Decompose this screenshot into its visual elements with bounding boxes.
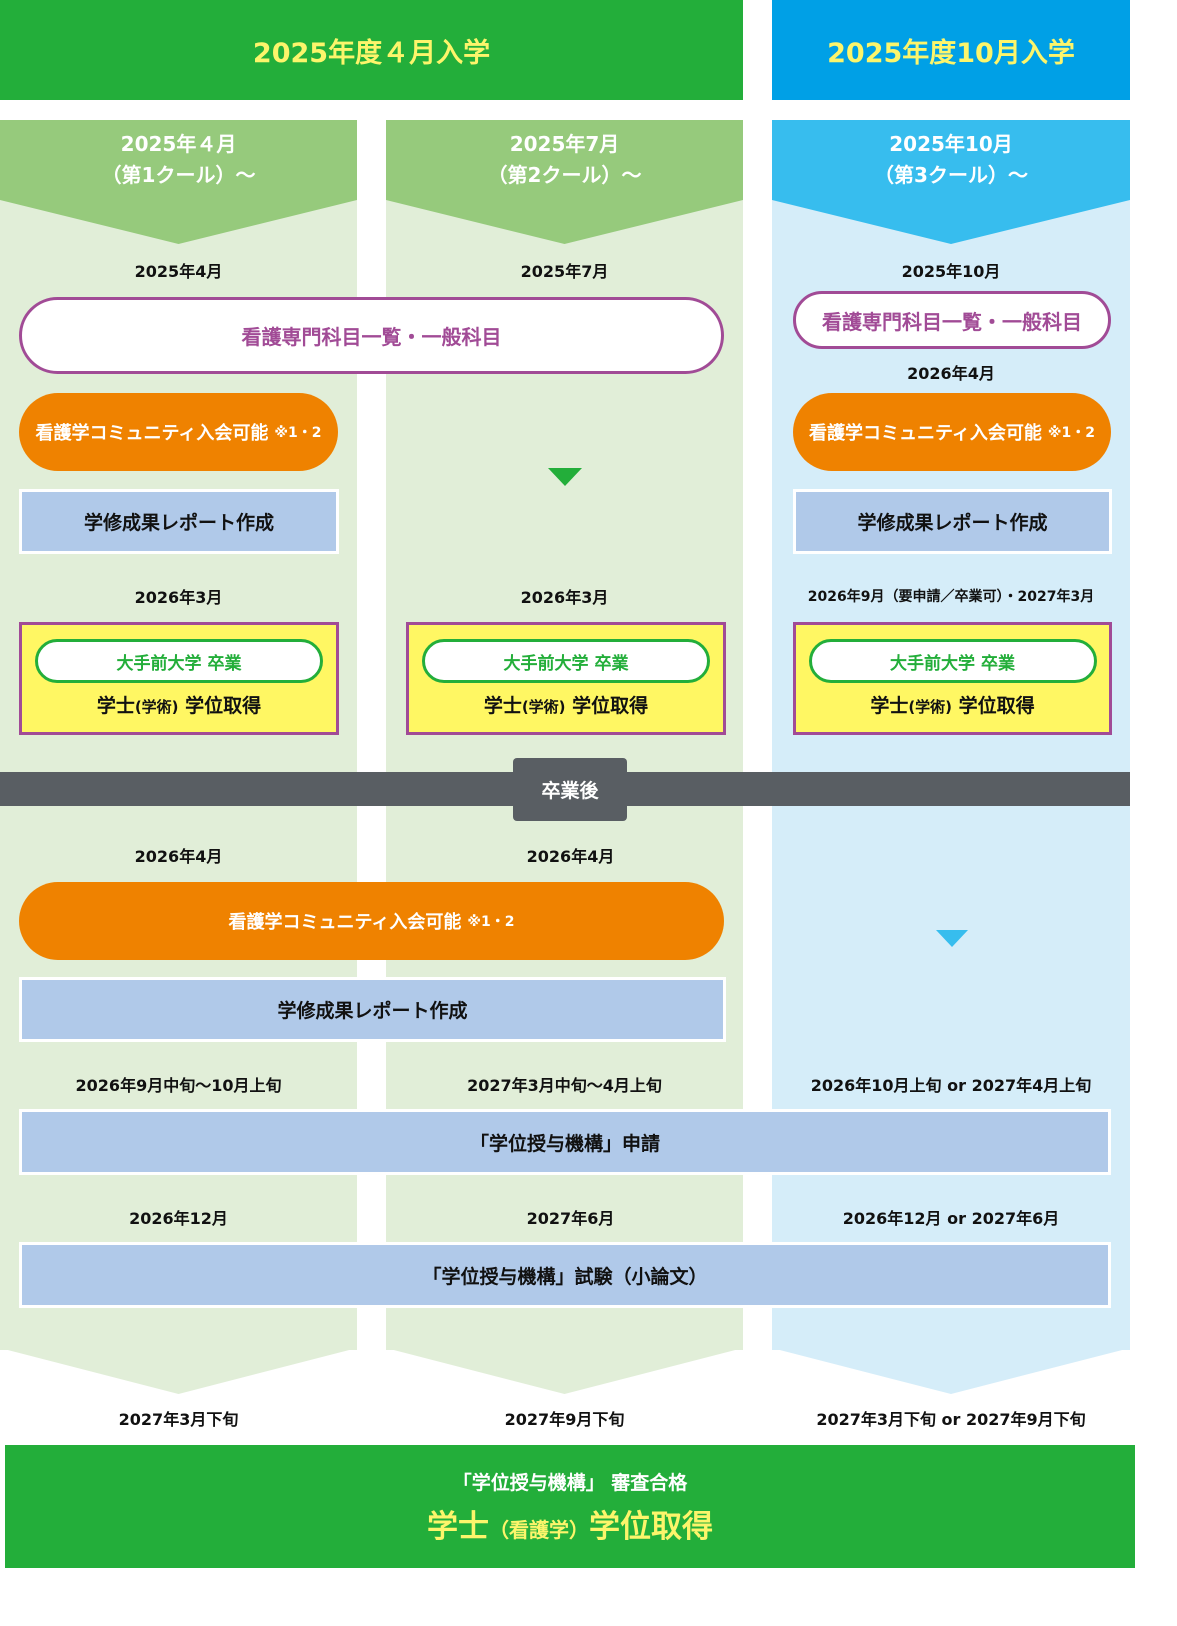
graduation-pill: 大手前大学 卒業 [35, 639, 323, 683]
report-box-after-graduation: 学修成果レポート作成 [19, 977, 726, 1042]
degree-prefix: 学士 [870, 695, 909, 717]
degree-field: (学術) [521, 698, 566, 716]
apply-box: 「学位授与機構」申請 [19, 1109, 1111, 1175]
community-pill-column-1: 看護学コミュニティ入会可能 ※1・2 [19, 393, 338, 471]
column-2-grad-date: 2026年3月 [520, 588, 609, 607]
after-graduation-label: 卒業後 [513, 758, 627, 821]
community-note: ※1・2 [467, 914, 515, 930]
degree-field: (学術) [908, 698, 953, 716]
column-2-start-line1: 2025年7月 [509, 132, 620, 156]
column-3-first-date: 2025年10月 [901, 262, 1001, 281]
community-label: 看護学コミュニティ入会可能 [808, 423, 1042, 444]
column-3-bottom-arrow [772, 1348, 1130, 1394]
october-intake-header: 2025年度10月入学 [772, 0, 1130, 100]
april-intake-header: 2025年度４月入学 [0, 0, 743, 100]
degree-field: (学術) [134, 698, 179, 716]
degree-prefix: 学士 [483, 695, 522, 717]
column-2-result-date: 2027年9月下旬 [504, 1410, 625, 1429]
degree-suffix: 学位取得 [185, 695, 262, 717]
graduation-box-column-2: 大手前大学 卒業 学士(学術) 学位取得 [406, 622, 726, 735]
subjects-pill-october: 看護専門科目一覧・一般科目 [793, 291, 1111, 349]
final-banner-line1: 「学位授与機構」 審査合格 [452, 1471, 688, 1494]
column-2-bottom-arrow [386, 1348, 743, 1394]
column-3-community-date: 2026年4月 [907, 364, 995, 383]
column-1-first-date: 2025年4月 [134, 262, 223, 281]
final-banner: 「学位授与機構」 審査合格 学士（看護学）学位取得 [5, 1445, 1135, 1568]
community-note: ※1・2 [274, 425, 322, 441]
column-3-down-arrow-icon [936, 930, 968, 947]
column-2-start-line2: （第2クール）〜 [487, 163, 642, 187]
column-2-apply-date: 2027年3月中旬〜4月上旬 [467, 1076, 662, 1095]
degree-label: 学士(学術) 学位取得 [870, 691, 1034, 718]
column-1-result-date: 2027年3月下旬 [118, 1410, 239, 1429]
graduation-box-column-3: 大手前大学 卒業 学士(学術) 学位取得 [793, 622, 1112, 735]
degree-label: 学士(学術) 学位取得 [484, 691, 648, 718]
column-1-start-line1: 2025年４月 [120, 132, 237, 156]
column-2-first-date: 2025年7月 [520, 262, 609, 281]
degree-suffix: 学位取得 [958, 695, 1035, 717]
degree-label: 学士(学術) 学位取得 [97, 691, 261, 718]
community-label: 看護学コミュニティ入会可能 [228, 912, 462, 933]
report-box-column-1: 学修成果レポート作成 [19, 489, 339, 554]
degree-prefix: 学士 [96, 695, 135, 717]
column-1-bottom-arrow [0, 1348, 357, 1394]
column-3-exam-date: 2026年12月 or 2027年6月 [842, 1209, 1060, 1228]
column-3-result-date: 2027年3月下旬 or 2027年9月下旬 [816, 1410, 1086, 1429]
graduation-pill: 大手前大学 卒業 [808, 639, 1097, 683]
column-3-apply-date: 2026年10月上旬 or 2027年4月上旬 [810, 1076, 1092, 1095]
community-pill-after-graduation: 看護学コミュニティ入会可能 ※1・2 [19, 882, 724, 960]
graduation-box-column-1: 大手前大学 卒業 学士(学術) 学位取得 [19, 622, 339, 735]
graduation-pill: 大手前大学 卒業 [422, 639, 710, 683]
column-2-down-arrow-icon [548, 468, 582, 486]
community-note: ※1・2 [1047, 425, 1095, 441]
final-degree-suffix: 学位取得 [589, 1508, 713, 1545]
column-3-start-line2: （第3クール）〜 [874, 163, 1028, 187]
post-community-date-2: 2026年4月 [526, 847, 615, 866]
column-3-start-line1: 2025年10月 [889, 132, 1013, 156]
post-community-date-1: 2026年4月 [134, 847, 223, 866]
column-1-exam-date: 2026年12月 [129, 1209, 228, 1228]
final-banner-line2: 学士（看護学）学位取得 [427, 1501, 713, 1546]
column-2-exam-date: 2027年6月 [526, 1209, 615, 1228]
final-degree-field: （看護学） [489, 1517, 589, 1542]
community-pill-column-3: 看護学コミュニティ入会可能 ※1・2 [793, 393, 1111, 471]
column-1-apply-date: 2026年9月中旬〜10月上旬 [75, 1076, 282, 1095]
degree-suffix: 学位取得 [572, 695, 649, 717]
column-3-grad-date: 2026年9月（要申請／卒業可）・2027年3月 [807, 589, 1095, 605]
subjects-pill-april: 看護専門科目一覧・一般科目 [19, 297, 724, 374]
report-box-column-3: 学修成果レポート作成 [793, 489, 1112, 554]
final-degree-prefix: 学士 [427, 1508, 489, 1545]
column-1-grad-date: 2026年3月 [134, 588, 223, 607]
community-label: 看護学コミュニティ入会可能 [35, 423, 269, 444]
column-1-start-line2: （第1クール）〜 [101, 163, 256, 187]
exam-box: 「学位授与機構」試験（小論文） [19, 1242, 1111, 1308]
